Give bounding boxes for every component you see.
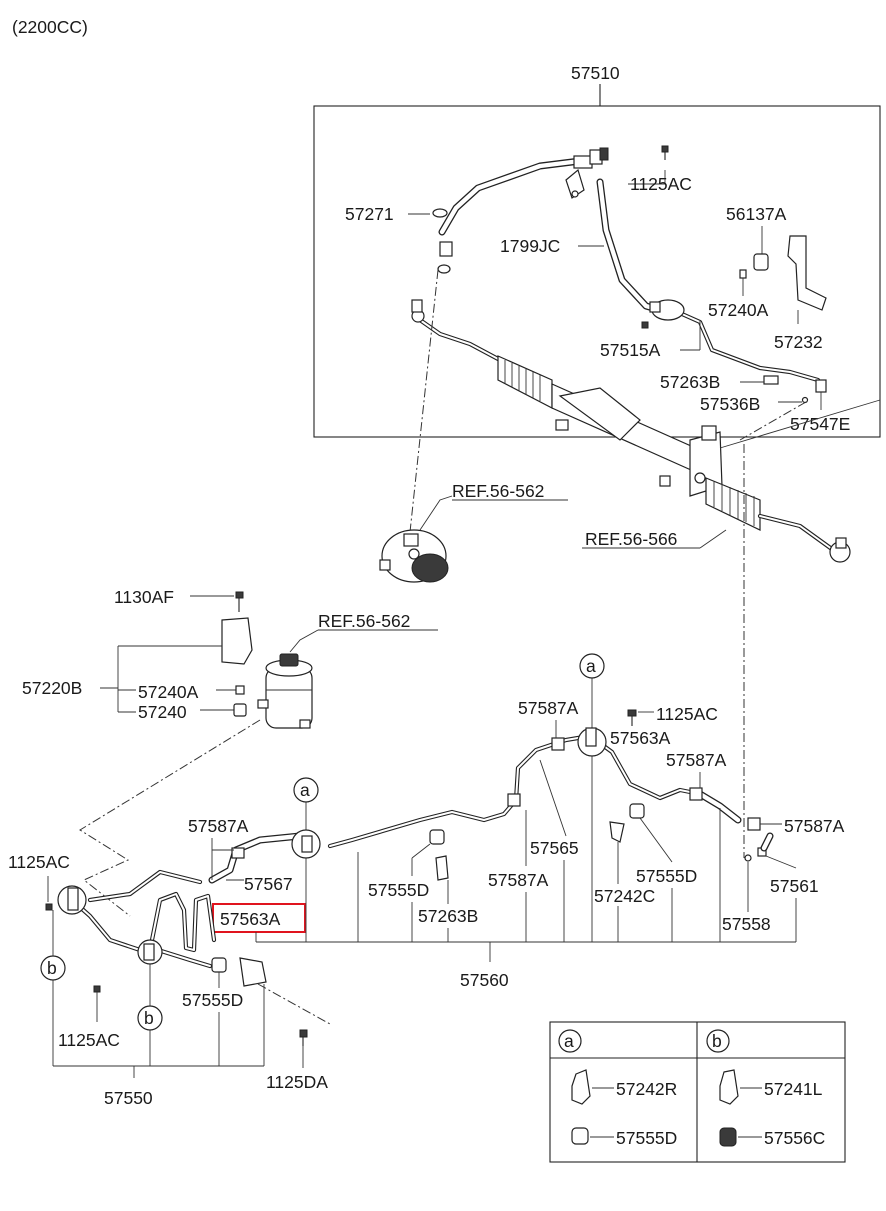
part-label-57240[interactable]: 57240 (138, 702, 187, 722)
pump-icon (379, 529, 449, 583)
part-label-57587A-5[interactable]: 57587A (488, 870, 549, 890)
grommet-icon (753, 253, 769, 271)
part-label-1125AC-mid[interactable]: 1125AC (656, 704, 718, 724)
part-label-57563A-left[interactable]: 57563A (220, 909, 281, 929)
bolt-icon (661, 145, 669, 160)
part-label-57550[interactable]: 57550 (104, 1088, 153, 1108)
legend-b-item-1[interactable]: 57241L (764, 1079, 823, 1099)
bracket-icon (787, 235, 827, 311)
grommet-icon (571, 1127, 589, 1145)
part-label-57220B[interactable]: 57220B (22, 678, 82, 698)
legend-a-letter: a (564, 1031, 574, 1051)
part-label-57587A-2[interactable]: 57587A (666, 750, 727, 770)
ref-label-gear[interactable]: REF.56-566 (585, 529, 677, 549)
part-label-57555D-2[interactable]: 57555D (636, 866, 697, 886)
ref-label-pump[interactable]: REF.56-562 (452, 481, 544, 501)
part-label-1125AC-low[interactable]: 1125AC (58, 1030, 120, 1050)
legend-b-item-2[interactable]: 57556C (764, 1128, 825, 1148)
part-bracket-57560 (255, 756, 797, 962)
variant-label: (2200CC) (12, 17, 88, 37)
part-label-57587A-4[interactable]: 57587A (188, 816, 249, 836)
svg-text:a: a (586, 656, 596, 676)
part-label-57536B[interactable]: 57536B (700, 394, 760, 414)
part-label-57565[interactable]: 57565 (530, 838, 579, 858)
svg-text:a: a (300, 780, 310, 800)
part-label-57558[interactable]: 57558 (722, 914, 771, 934)
legend-b-letter: b (712, 1031, 722, 1051)
part-label-1799JC[interactable]: 1799JC (500, 236, 560, 256)
grommet-icon (429, 829, 445, 845)
bolt-icon (235, 591, 244, 612)
part-label-57561[interactable]: 57561 (770, 876, 819, 896)
part-label-57242C[interactable]: 57242C (594, 886, 655, 906)
steering-gear-assembly: 57510 1125AC 57271 56137A (313, 63, 881, 563)
part-label-57567[interactable]: 57567 (244, 874, 293, 894)
legend-b-circle (706, 1029, 730, 1053)
part-label-56137A[interactable]: 56137A (726, 204, 787, 224)
part-label-57555D-1[interactable]: 57555D (368, 880, 429, 900)
pressure-hose-upper (438, 156, 594, 236)
hose-fitting-top (565, 147, 609, 199)
legend-a-item-1[interactable]: 57242R (616, 1079, 677, 1099)
grommet-icon (719, 1127, 737, 1147)
part-label-57232[interactable]: 57232 (774, 332, 823, 352)
part-label-1125AC-top[interactable]: 1125AC (630, 174, 692, 194)
part-label-57271[interactable]: 57271 (345, 204, 394, 224)
legend-table: a b 57242R 57555D 57241L 57556C (549, 1021, 846, 1163)
ref-label-reservoir[interactable]: REF.56-562 (318, 611, 410, 631)
part-label-57563A-right[interactable]: 57563A (610, 728, 671, 748)
part-label-57515A[interactable]: 57515A (600, 340, 661, 360)
part-label-57510[interactable]: 57510 (571, 63, 620, 83)
part-label-1130AF[interactable]: 1130AF (114, 587, 174, 607)
part-label-57547E[interactable]: 57547E (790, 414, 850, 434)
clip-icon (571, 1069, 591, 1105)
part-label-1125AC-left[interactable]: 1125AC (8, 852, 70, 872)
part-label-57240A-mid[interactable]: 57240A (138, 682, 199, 702)
svg-text:b: b (144, 1008, 154, 1028)
steering-gear-icon (411, 299, 851, 563)
part-label-57555D-bottom[interactable]: 57555D (182, 990, 243, 1010)
reservoir-icon (257, 653, 313, 729)
legend-a-item-2[interactable]: 57555D (616, 1128, 677, 1148)
part-label-57560[interactable]: 57560 (460, 970, 509, 990)
clip-icon (719, 1069, 739, 1105)
bracket-icon (221, 617, 253, 665)
part-label-1125DA[interactable]: 1125DA (266, 1072, 328, 1092)
cooler-tube-assembly (45, 869, 308, 1046)
clamp-icon (641, 299, 685, 329)
part-label-57240A-top[interactable]: 57240A (708, 300, 769, 320)
part-bracket-57550 (52, 980, 265, 1078)
svg-text:b: b (47, 958, 57, 978)
washer-icon (432, 208, 448, 218)
part-label-57263B-top[interactable]: 57263B (660, 372, 720, 392)
part-label-57263B-bot[interactable]: 57263B (418, 906, 478, 926)
part-label-57587A-1[interactable]: 57587A (518, 698, 579, 718)
part-label-57587A-3[interactable]: 57587A (784, 816, 845, 836)
legend-a-circle (558, 1029, 582, 1053)
